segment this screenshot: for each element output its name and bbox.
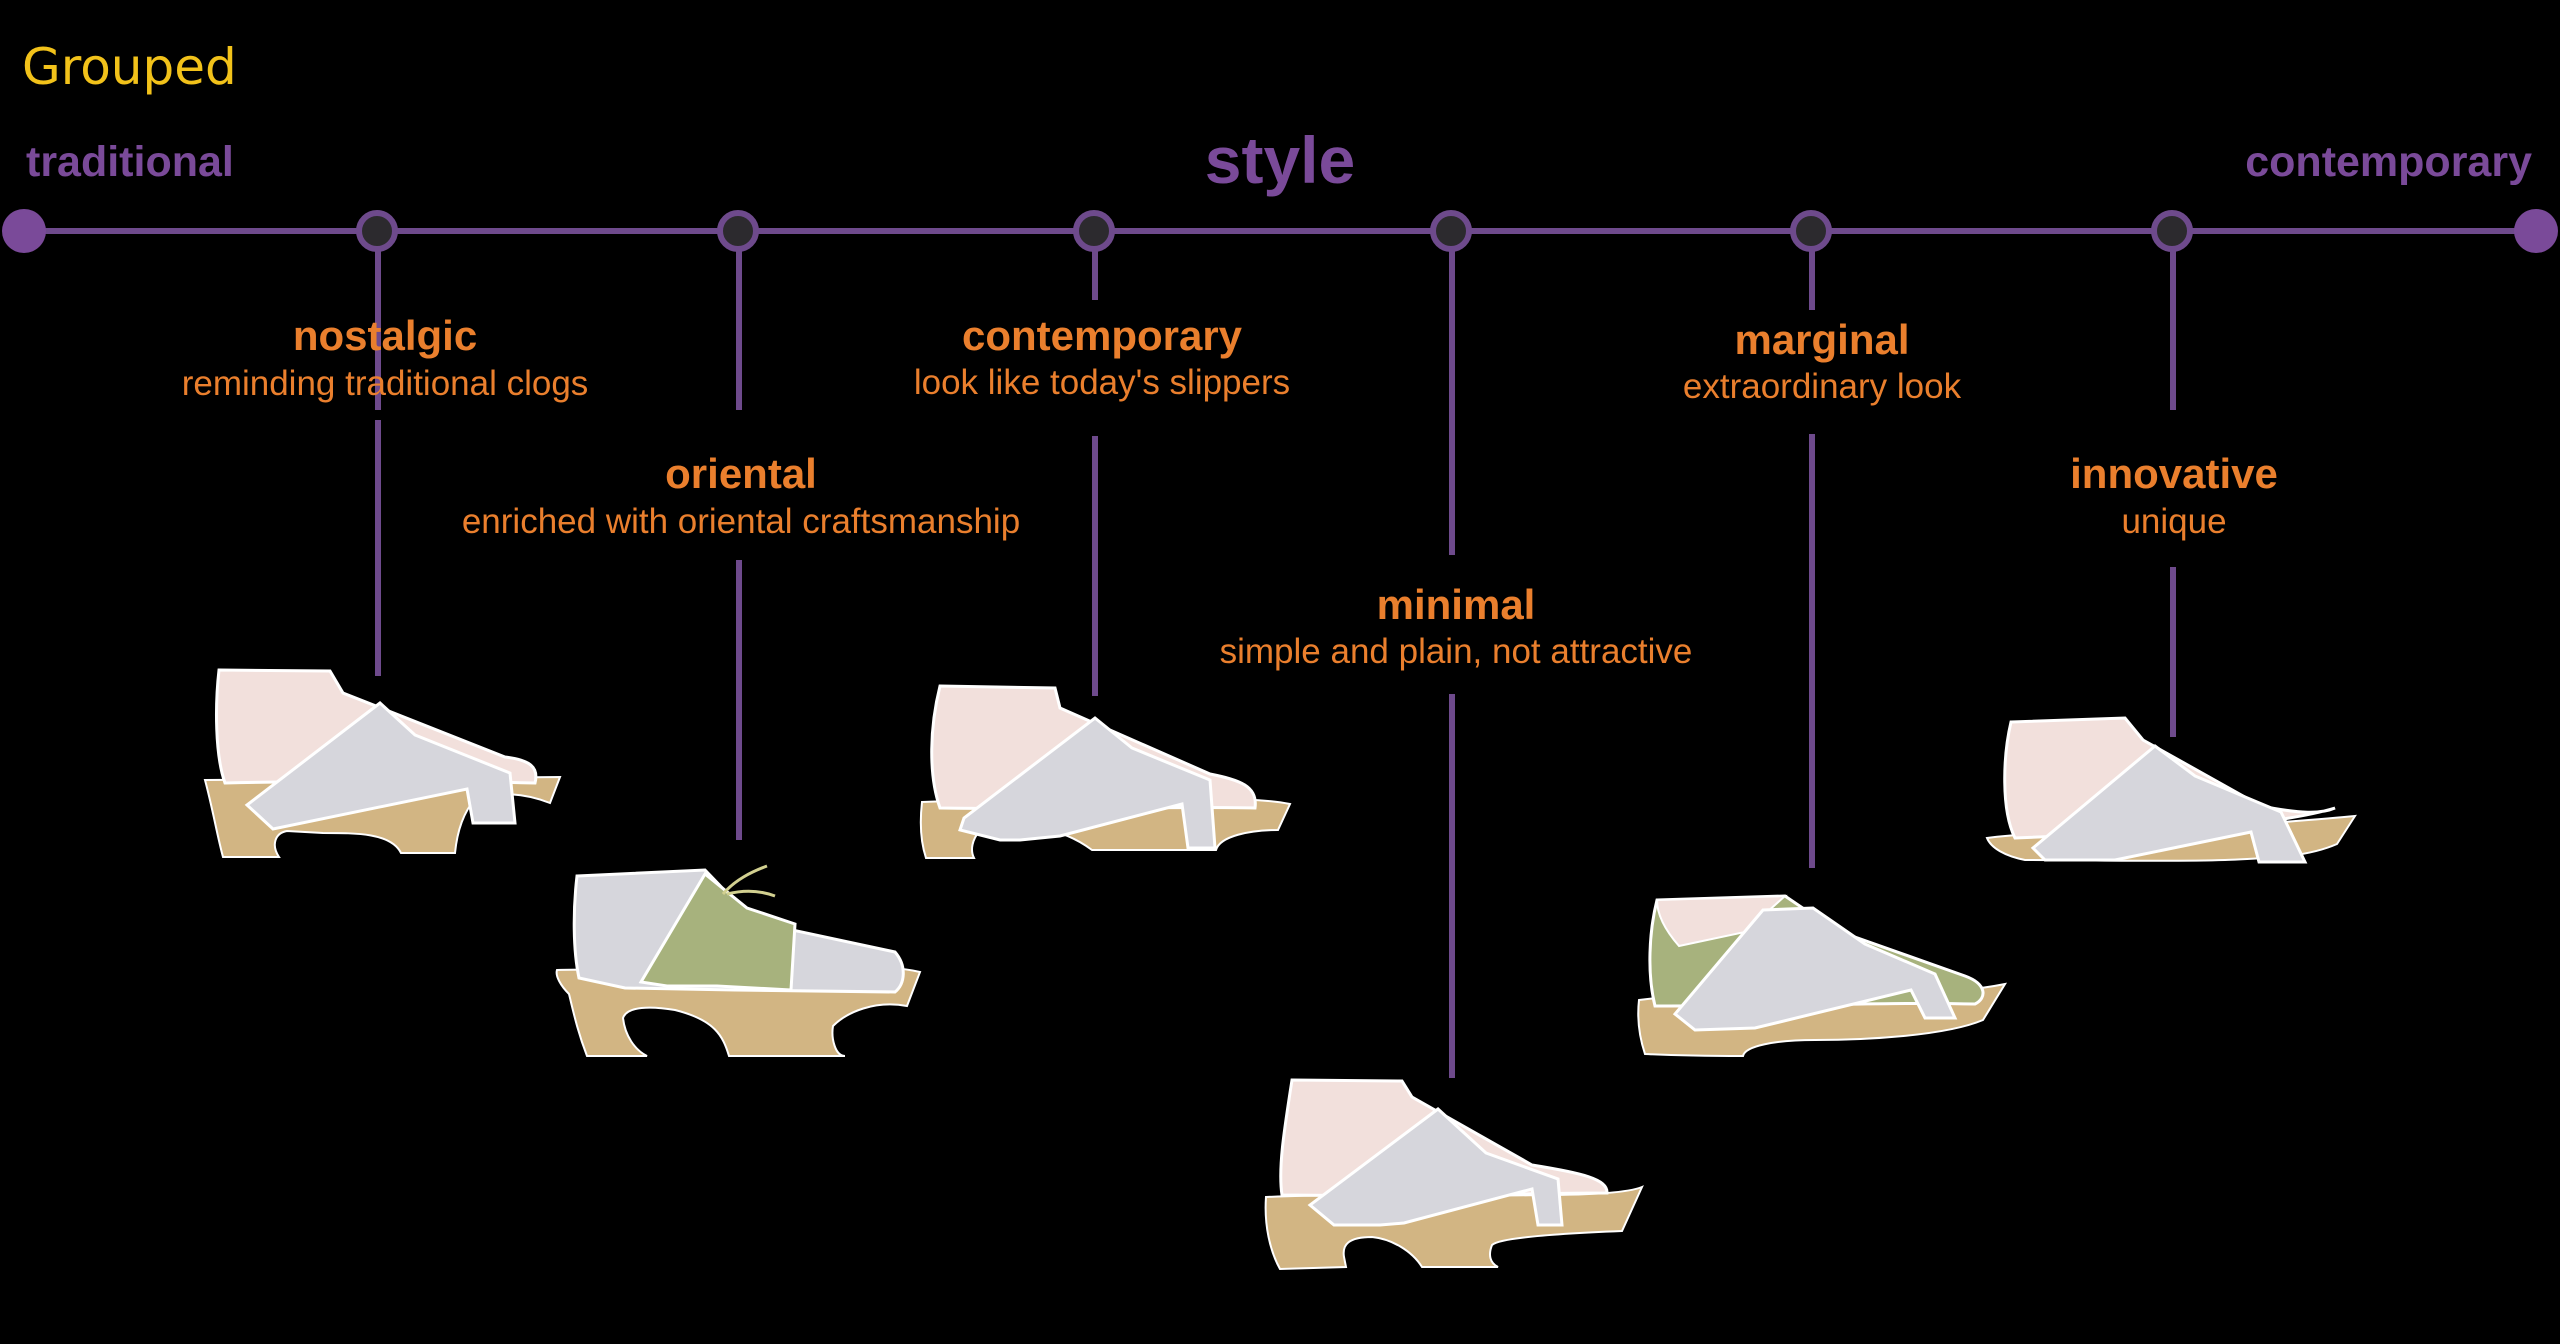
axis-right-label: contemporary [2245,138,2532,186]
axis-line [24,228,2536,234]
category-desc-innovative: unique [2121,502,2227,541]
connector [375,420,381,676]
clog-illustration-minimal [1264,1078,1644,1271]
connector [1092,250,1098,300]
axis-node-nostalgic [356,210,398,252]
connector [1809,250,1815,310]
category-desc-oriental: enriched with oriental craftsmanship [461,502,1021,541]
category-desc-marginal: extraordinary look [1682,367,1962,406]
axis-node-minimal [1430,210,1472,252]
category-name-minimal: minimal [1376,581,1536,628]
axis-left-endpoint [2,209,46,253]
connector [1092,436,1098,696]
clog-illustration-nostalgic [203,668,562,858]
axis-node-oriental [717,210,759,252]
axis-node-marginal [1790,210,1832,252]
category-desc-nostalgic: reminding traditional clogs [181,364,589,403]
axis-left-label: traditional [26,138,234,186]
connector [1449,250,1455,555]
connector [1449,694,1455,1078]
connector [736,250,742,410]
clog-illustration-oriental [555,864,922,1057]
page-heading: Grouped [22,38,237,96]
category-name-oriental: oriental [665,450,817,497]
category-desc-contemporary: look like today's slippers [913,363,1291,402]
connector [2170,250,2176,410]
category-desc-minimal: simple and plain, not attractive [1219,632,1693,671]
axis-node-innovative [2151,210,2193,252]
connector [2170,567,2176,737]
connector [736,560,742,840]
clog-illustration-innovative [1985,716,2357,864]
clog-illustration-marginal [1637,894,2008,1058]
category-name-marginal: marginal [1734,316,1910,363]
category-name-innovative: innovative [2070,450,2278,497]
clog-illustration-contemporary [919,684,1292,859]
connector [1809,434,1815,868]
category-name-nostalgic: nostalgic [292,312,478,359]
category-name-contemporary: contemporary [961,312,1243,359]
axis-node-contemporary [1073,210,1115,252]
axis-title: style [1204,123,1356,197]
connector [375,250,381,410]
axis-right-endpoint [2514,209,2558,253]
